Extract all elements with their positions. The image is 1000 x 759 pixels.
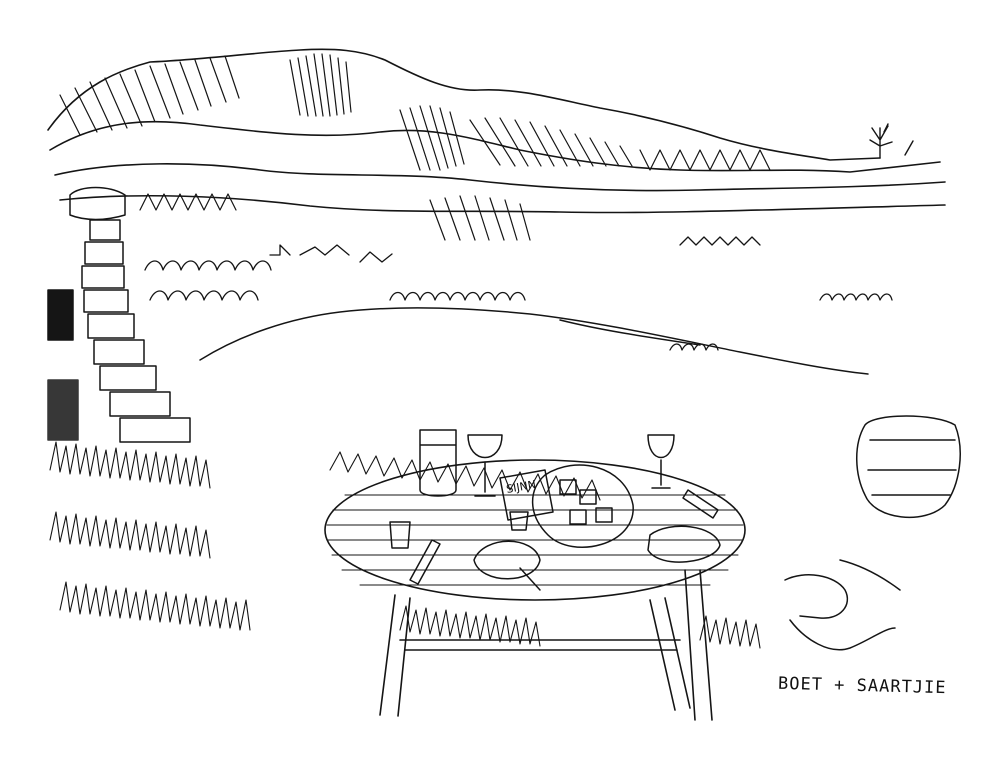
bottle-knife	[682, 489, 719, 519]
small-cup	[509, 511, 529, 531]
water-jug	[419, 429, 457, 497]
small-tree	[869, 123, 914, 159]
stone-pillar	[47, 186, 191, 443]
wine-glass-left	[467, 434, 503, 497]
bread-bowl	[473, 540, 541, 591]
hands	[784, 559, 901, 651]
bushes	[144, 236, 893, 351]
tumbler	[389, 521, 411, 549]
hill-hatching	[59, 53, 771, 241]
sign-card	[499, 469, 554, 521]
knife	[409, 539, 441, 585]
meadow-grass	[49, 441, 761, 649]
mountain-ridge	[47, 48, 946, 214]
table-sign-text: SIJNN	[505, 478, 537, 496]
clay-pot	[856, 415, 961, 518]
wine-glass-right	[647, 434, 675, 489]
cheese-cubes	[559, 479, 613, 525]
lake-shore	[199, 307, 869, 375]
table	[324, 459, 746, 721]
table-items	[389, 429, 721, 591]
cheese-plate	[531, 464, 634, 548]
butter-dish	[647, 525, 721, 563]
